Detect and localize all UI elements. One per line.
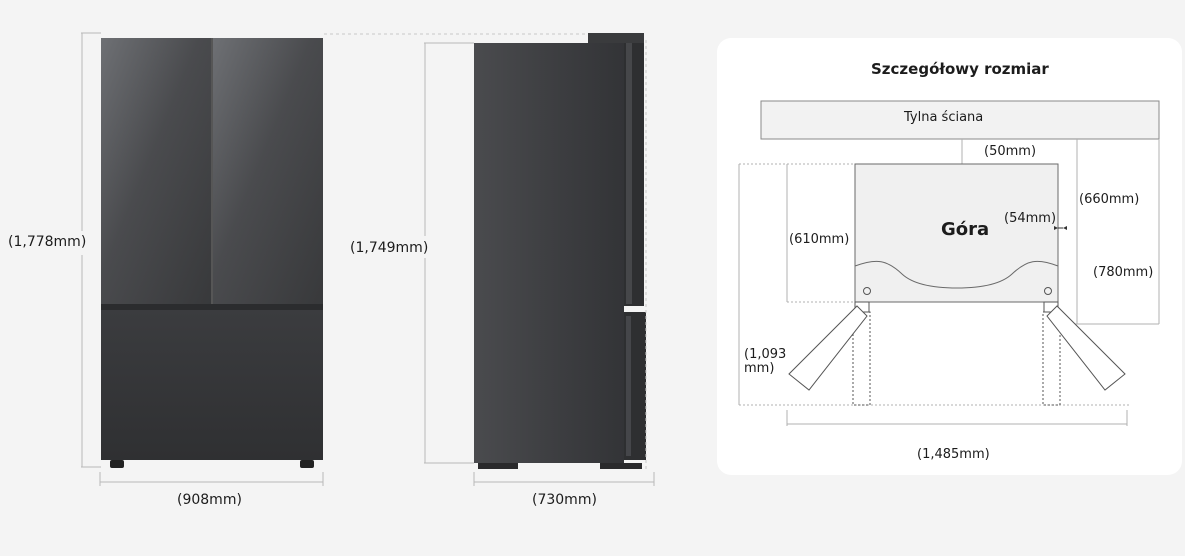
gap-back-label: (50mm) [984, 144, 1037, 159]
side-top-hinge [588, 33, 644, 43]
back-wall-label: Tylna ściana [904, 110, 984, 125]
side-foot-back [478, 463, 518, 469]
front-door-gap [101, 304, 323, 310]
left-door-open [788, 305, 868, 391]
depth-door-open-label: (780mm) [1093, 265, 1154, 280]
hinge-left [863, 287, 871, 295]
detail-size-card: Szczegółowy rozmiar Tylna ściana (50mm) … [717, 38, 1182, 475]
side-view [424, 33, 655, 486]
front-width-label: (908mm) [177, 492, 242, 508]
fridge-door-top [854, 260, 1059, 303]
top-view-label: Góra [941, 219, 990, 240]
side-cabinet [474, 43, 624, 463]
right-door-open [1046, 305, 1126, 391]
top-view-diagram [738, 100, 1160, 426]
front-view [81, 32, 588, 486]
depth-total-label: (660mm) [1079, 192, 1140, 207]
gap-side-arrow-left [1054, 226, 1058, 230]
depth-body-label: (610mm) [789, 232, 850, 247]
side-height-label: (1,749mm) [350, 240, 429, 256]
front-left-door [101, 38, 211, 304]
width-doors-open-label: (1,485mm) [917, 447, 990, 462]
side-drawer-edge [626, 316, 631, 456]
gap-side-label: (54mm) [1004, 211, 1057, 226]
front-foot-right [300, 460, 314, 468]
front-right-door [213, 38, 323, 304]
gap-side-arrow-right [1063, 226, 1067, 230]
front-drawer [101, 310, 323, 460]
depth-door-swing-label: (1,093 mm) [744, 347, 787, 376]
detail-title: Szczegółowy rozmiar [871, 60, 1049, 78]
back-wall [760, 100, 1160, 140]
hinge-right [1044, 287, 1052, 295]
side-upper-door-edge [626, 42, 632, 304]
front-foot-left [110, 460, 124, 468]
side-foot-front [600, 463, 642, 469]
side-depth-label: (730mm) [532, 492, 597, 508]
front-height-label: (1,778mm) [8, 234, 87, 250]
